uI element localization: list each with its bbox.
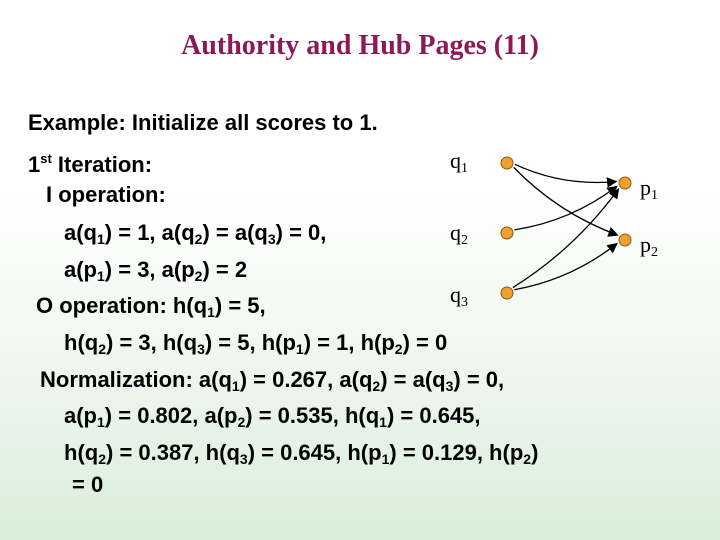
text-line-10: h(q2) = 0.387, h(q3) = 0.645, h(p1) = 0.… bbox=[64, 440, 539, 467]
text-line-1: Example: Initialize all scores to 1. bbox=[28, 110, 378, 135]
node-label-p1: p1 bbox=[640, 175, 658, 203]
node-q1 bbox=[500, 156, 514, 170]
node-label-q3: q3 bbox=[450, 282, 468, 310]
edge-q1-p1 bbox=[514, 163, 618, 188]
text-line-3: I operation: bbox=[46, 182, 166, 207]
text-line-2: 1st Iteration: bbox=[28, 151, 153, 177]
text-line-11: = 0 bbox=[72, 472, 104, 497]
text-line-5: a(p1) = 3, a(p2) = 2 bbox=[64, 257, 248, 284]
text-line-4: a(q1) = 1, a(q2) = a(q3) = 0, bbox=[64, 220, 327, 247]
node-label-q1: q1 bbox=[450, 148, 468, 176]
graph-nodes bbox=[500, 156, 632, 300]
edge-q2-p1 bbox=[514, 185, 618, 231]
text-line-7: h(q2) = 3, h(q3) = 5, h(p1) = 1, h(p2) =… bbox=[64, 330, 448, 357]
edge-q1-p2 bbox=[513, 166, 619, 237]
text-line-9: a(p1) = 0.802, a(p2) = 0.535, h(q1) = 0.… bbox=[64, 403, 481, 430]
node-q2 bbox=[500, 226, 514, 240]
graph-edges bbox=[512, 163, 620, 291]
edge-q3-p2 bbox=[514, 242, 618, 291]
node-label-q2: q2 bbox=[450, 220, 468, 248]
text-line-8: Normalization: a(q1) = 0.267, a(q2) = a(… bbox=[40, 367, 505, 394]
edge-q3-p1 bbox=[512, 188, 620, 289]
node-p2 bbox=[618, 233, 632, 247]
slide-title: Authority and Hub Pages (11) bbox=[181, 30, 539, 61]
node-label-p2: p2 bbox=[640, 232, 658, 260]
node-q3 bbox=[500, 286, 514, 300]
node-p1 bbox=[618, 176, 632, 190]
text-line-6: O operation: h(q1) = 5, bbox=[36, 293, 266, 320]
